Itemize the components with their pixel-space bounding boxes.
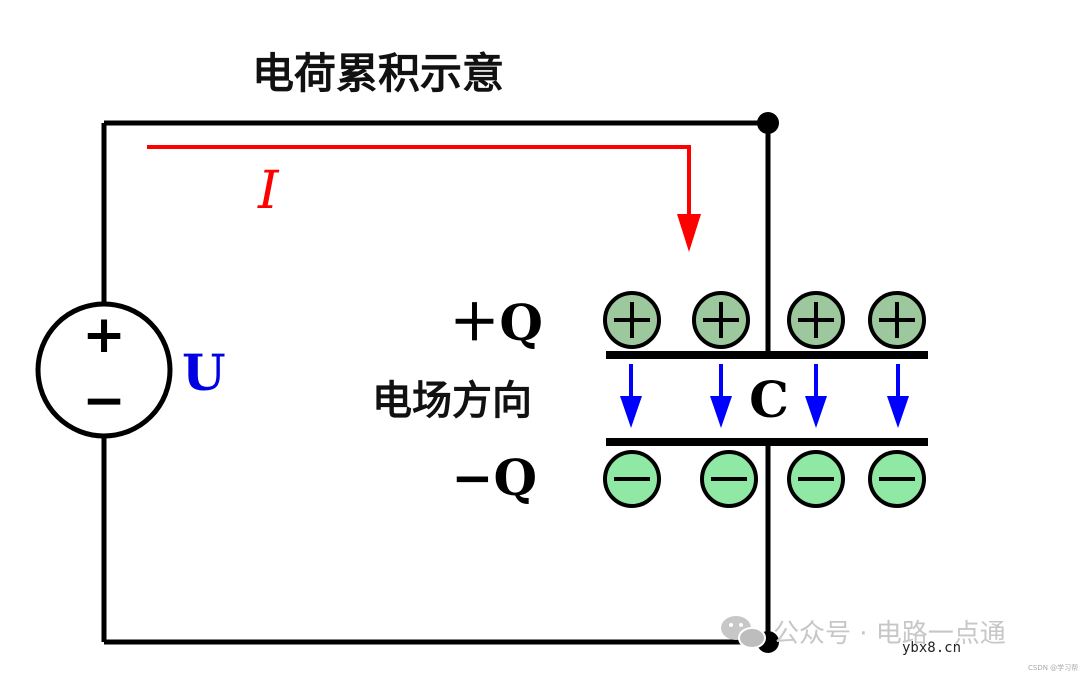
voltage-source-minus: − xyxy=(82,371,126,431)
positive-charge xyxy=(868,291,926,349)
current-arrow xyxy=(147,145,701,252)
current-arrow-path xyxy=(147,145,691,222)
positive-charge xyxy=(787,291,845,349)
positive-charge xyxy=(603,291,661,349)
site-tag: ybx8.cn xyxy=(902,640,961,656)
diagram-title: 电荷累积示意 xyxy=(252,49,504,98)
csdn-tag: CSDN @学习帮 xyxy=(1028,663,1078,672)
field-arrow xyxy=(887,364,909,428)
current-label: I xyxy=(257,161,280,221)
field-arrow xyxy=(620,364,642,428)
field-arrow xyxy=(710,364,732,428)
negative-charge xyxy=(868,450,926,508)
negative-charge xyxy=(787,450,845,508)
field-arrows xyxy=(620,364,909,428)
wechat-icon xyxy=(721,616,766,649)
field-direction-label: 电场方向 xyxy=(372,378,532,424)
voltage-source-circle xyxy=(35,301,173,439)
negative-charge xyxy=(603,450,661,508)
voltage-source-plus: + xyxy=(82,305,126,365)
field-arrow xyxy=(805,364,827,428)
negative-charge xyxy=(700,450,758,508)
positive-charge xyxy=(692,291,750,349)
voltage-label: U xyxy=(182,343,226,402)
negative-charges xyxy=(603,450,926,508)
watermark: 公众号 · 电路一点通 xyxy=(721,616,1006,649)
voltage-source: + − xyxy=(35,301,173,439)
positive-charge-label: ＋Q xyxy=(449,293,543,352)
circuit-wires xyxy=(101,120,771,645)
watermark-text: 公众号 · 电路一点通 xyxy=(773,619,1006,649)
capacitor-label-backdrop xyxy=(745,370,793,424)
negative-charge-label: −Q xyxy=(452,448,537,507)
positive-charges xyxy=(603,291,926,349)
capacitor-label: C xyxy=(749,370,789,429)
current-arrow-head xyxy=(677,214,701,252)
junction-dot-top xyxy=(757,112,779,134)
